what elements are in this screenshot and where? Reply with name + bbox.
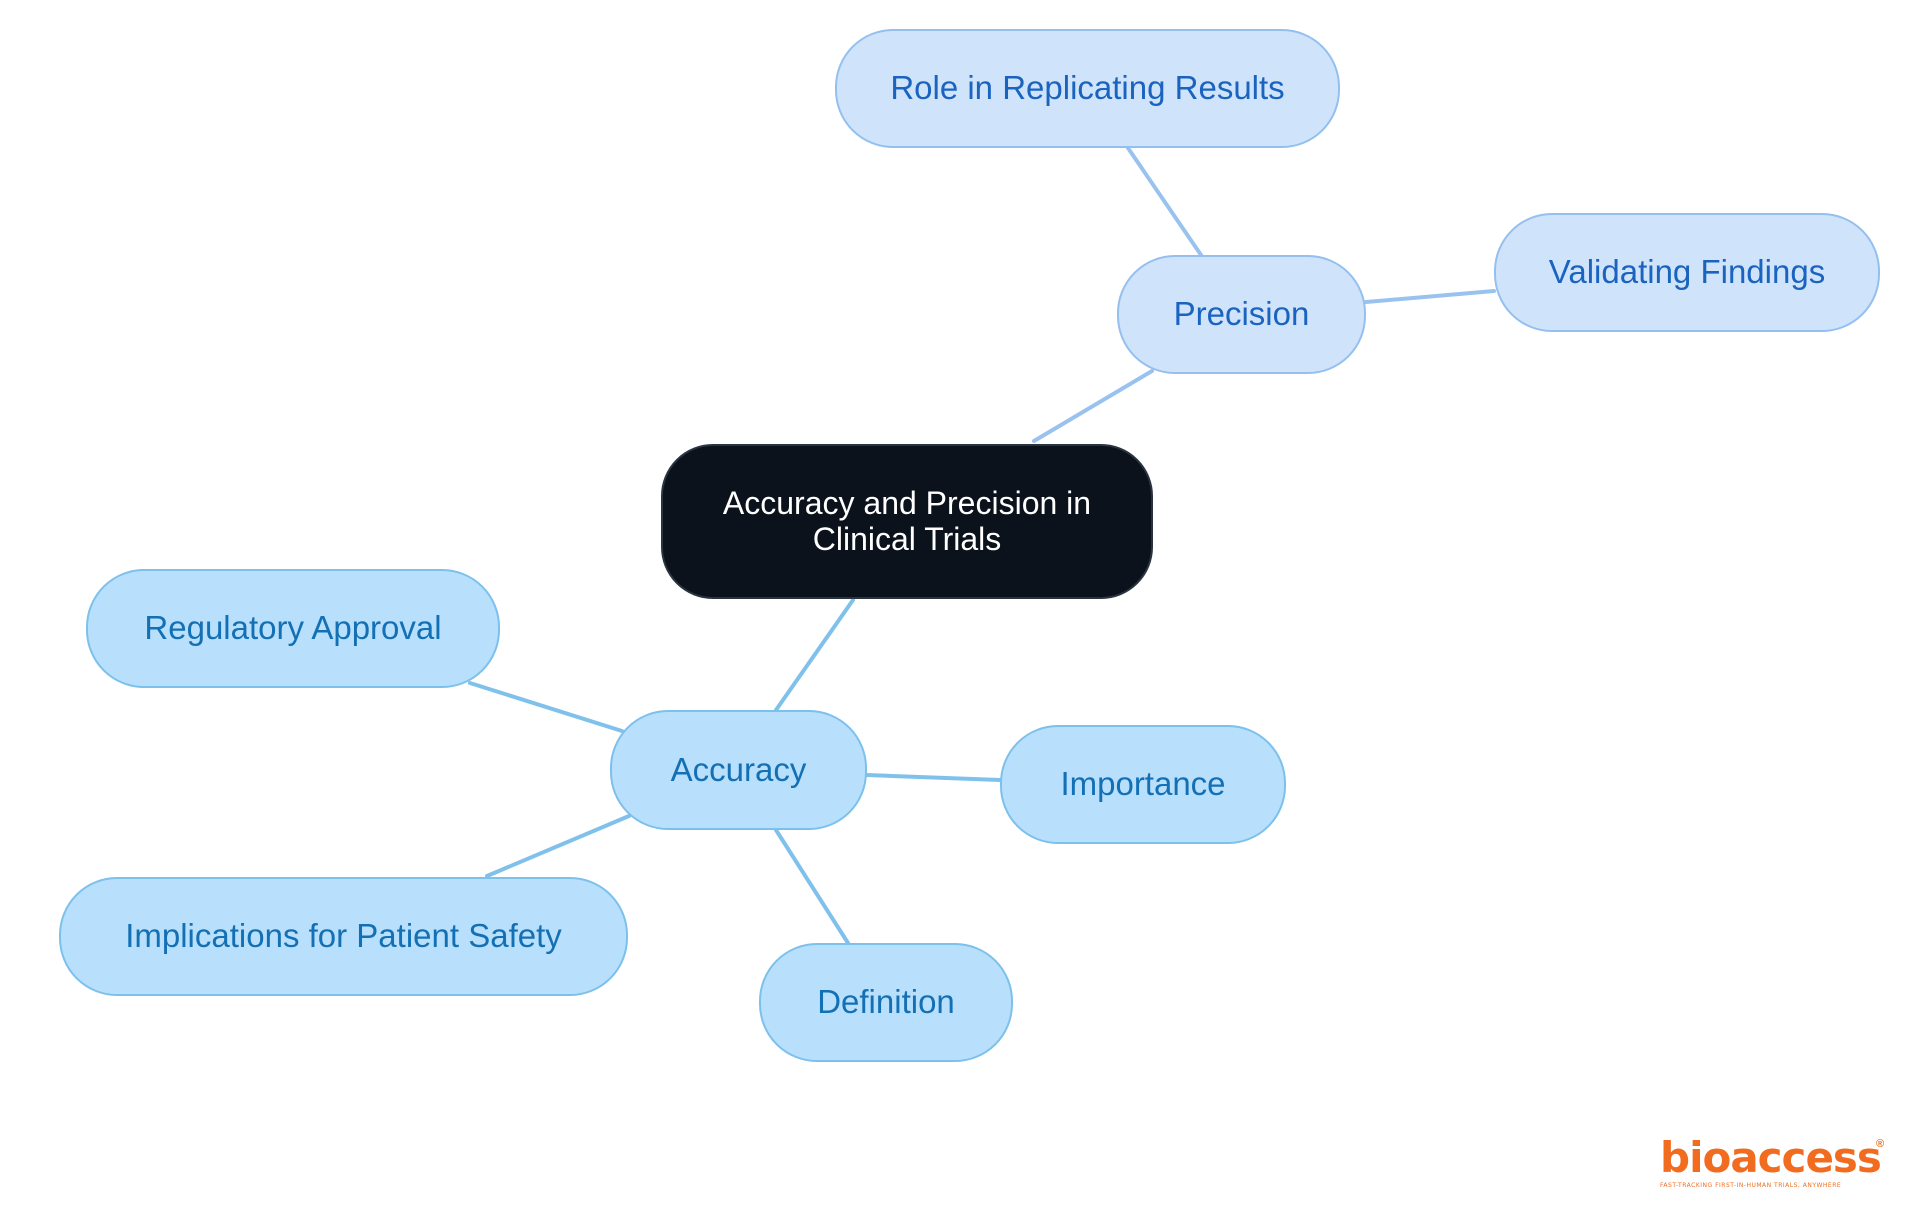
leaf-node-importance-label: Importance <box>1060 765 1226 803</box>
leaf-node-validating[interactable]: Validating Findings <box>1494 213 1880 332</box>
leaf-node-validating-label: Validating Findings <box>1548 253 1826 291</box>
leaf-node-definition-label: Definition <box>817 983 955 1021</box>
leaf-node-safety[interactable]: Implications for Patient Safety <box>59 877 628 996</box>
logo-wordmark: bioaccess <box>1660 1133 1882 1182</box>
logo-tagline: FAST-TRACKING FIRST-IN-HUMAN TRIALS, ANY… <box>1660 1182 1842 1189</box>
root-node[interactable]: Accuracy and Precision in Clinical Trial… <box>661 444 1153 599</box>
leaf-node-definition[interactable]: Definition <box>759 943 1013 1062</box>
bioaccess-logo: bioaccess ® FAST-TRACKING FIRST-IN-HUMAN… <box>1660 1136 1890 1196</box>
root-node-label: Accuracy and Precision in Clinical Trial… <box>722 484 1092 557</box>
branch-node-accuracy[interactable]: Accuracy <box>610 710 867 830</box>
edge-root-accuracy <box>774 598 855 712</box>
branch-node-precision[interactable]: Precision <box>1117 255 1366 374</box>
edge-accuracy-importance <box>865 773 1002 782</box>
branch-node-precision-label: Precision <box>1173 295 1310 333</box>
registered-mark-icon: ® <box>1876 1138 1885 1150</box>
branch-node-accuracy-label: Accuracy <box>670 750 807 788</box>
edge-root-precision <box>1032 369 1154 443</box>
leaf-node-safety-label: Implications for Patient Safety <box>125 917 562 955</box>
edge-accuracy-regulatory <box>468 681 624 733</box>
leaf-node-regulatory-label: Regulatory Approval <box>144 609 442 647</box>
edge-precision-validating <box>1364 289 1496 304</box>
leaf-node-replicating[interactable]: Role in Replicating Results <box>835 29 1340 148</box>
leaf-node-replicating-label: Role in Replicating Results <box>890 69 1285 107</box>
edge-accuracy-definition <box>774 828 850 945</box>
leaf-node-regulatory[interactable]: Regulatory Approval <box>86 569 500 688</box>
edge-precision-replicating <box>1126 146 1203 257</box>
edge-accuracy-safety <box>485 814 631 878</box>
leaf-node-importance[interactable]: Importance <box>1000 725 1286 844</box>
